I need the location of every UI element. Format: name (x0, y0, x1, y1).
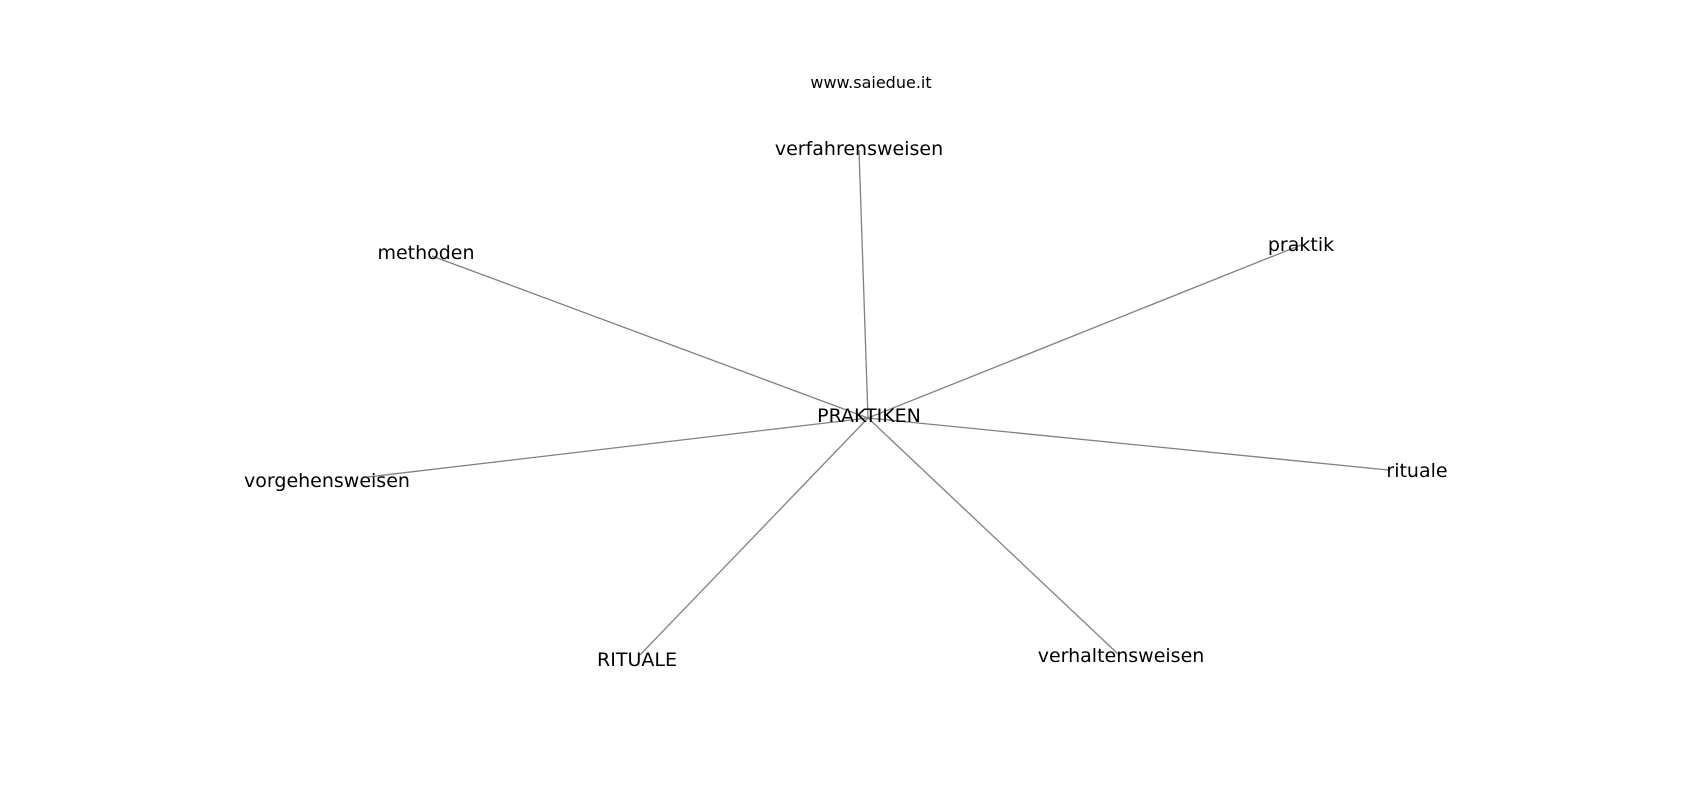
node-center-label: PRAKTIKEN (817, 405, 921, 427)
edge-RITUALE (639, 417, 869, 656)
node-label-rituale: rituale (1386, 460, 1447, 482)
node-label-verfahrensweisen: verfahrensweisen (775, 138, 943, 160)
node-label-praktik: praktik (1268, 234, 1334, 256)
edge-verfahrensweisen (858, 149, 869, 419)
edge-rituale (867, 417, 1389, 471)
node-label-verhaltensweisen: verhaltensweisen (1038, 645, 1205, 667)
node-label-RITUALE: RITUALE (597, 649, 677, 671)
edge-methoden (431, 255, 869, 419)
edge-vorgehensweisen (367, 417, 869, 478)
site-watermark: www.saiedue.it (810, 73, 931, 92)
edge-praktik (867, 244, 1302, 419)
node-label-vorgehensweisen: vorgehensweisen (244, 470, 410, 492)
graph-edges (367, 149, 1389, 656)
edge-verhaltensweisen (867, 417, 1119, 655)
graph-labels: PRAKTIKEN verfahrensweisen methoden prak… (244, 138, 1448, 671)
node-label-methoden: methoden (377, 242, 474, 264)
